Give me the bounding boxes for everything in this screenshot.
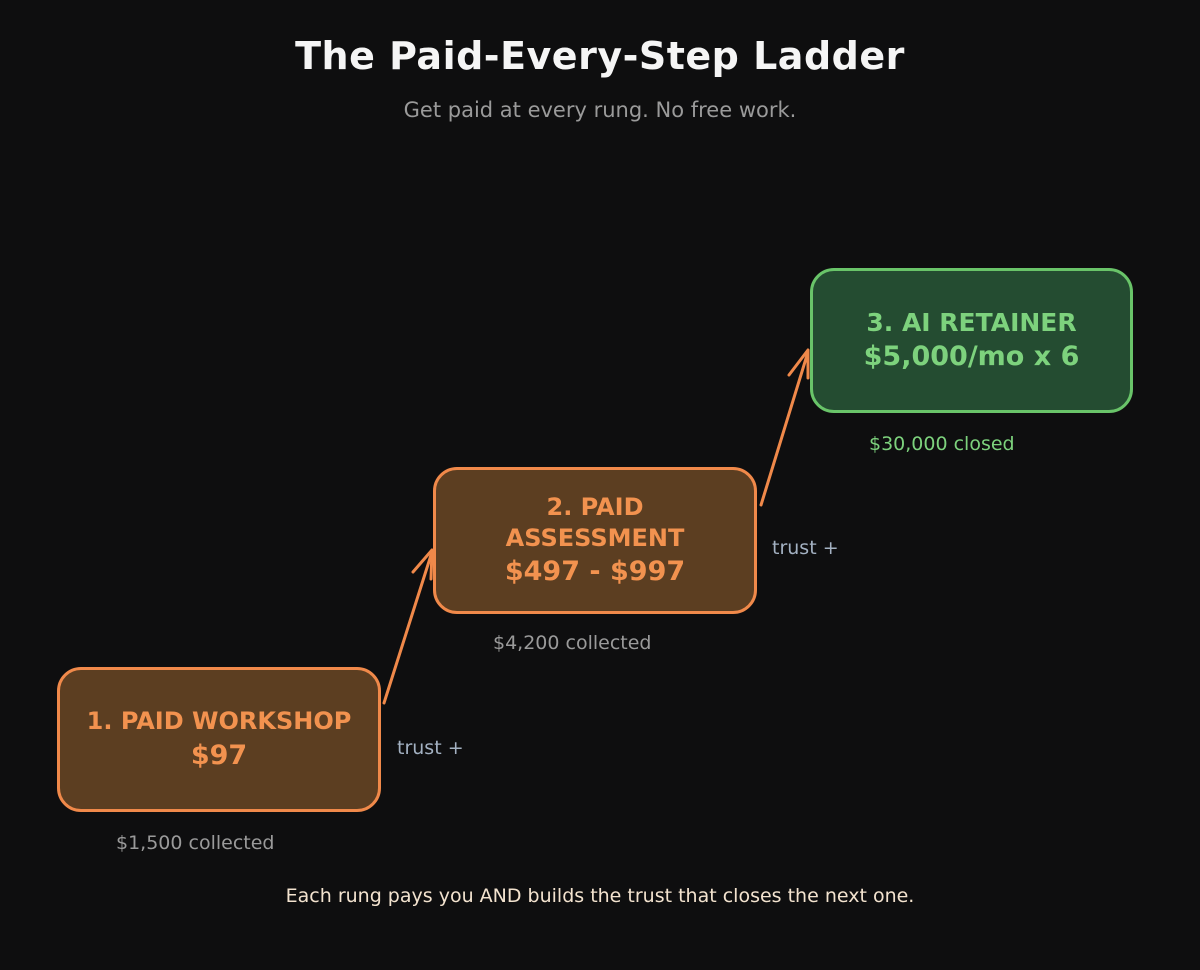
arrow-rung1-to-rung2 xyxy=(382,550,434,705)
arrow-rung2-to-rung3 xyxy=(759,350,810,507)
rung-paid-workshop: 1. PAID WORKSHOP $97 xyxy=(57,667,381,812)
rung-closed: $30,000 closed xyxy=(869,433,1015,455)
rung-label-line1: 2. PAID xyxy=(546,492,644,521)
arrowhead-rung2-to-rung3 xyxy=(787,348,810,380)
page-subtitle: Get paid at every rung. No free work. xyxy=(403,98,797,122)
rung-paid-assessment: 2. PAID ASSESSMENT $497 - $997 xyxy=(433,467,757,614)
rung-collected: $1,500 collected xyxy=(116,832,275,854)
page-title: The Paid-Every-Step Ladder xyxy=(295,34,905,78)
rung-price: $497 - $997 xyxy=(504,556,686,588)
rung-label: 3. AI RETAINER xyxy=(866,307,1077,337)
connector-label-trust: trust + xyxy=(397,737,464,759)
rung-price: $97 xyxy=(190,739,248,771)
rung-collected: $4,200 collected xyxy=(493,632,652,654)
arrowhead-rung1-to-rung2 xyxy=(411,548,434,581)
footer-caption: Each rung pays you AND builds the trust … xyxy=(285,885,915,907)
rung-ai-retainer: 3. AI RETAINER $5,000/mo x 6 xyxy=(810,268,1133,413)
rung-price: $5,000/mo x 6 xyxy=(863,341,1080,373)
connector-label-trust: trust + xyxy=(772,537,839,559)
rung-label: 1. PAID WORKSHOP xyxy=(86,707,352,736)
rung-label-line2: ASSESSMENT xyxy=(505,523,685,552)
